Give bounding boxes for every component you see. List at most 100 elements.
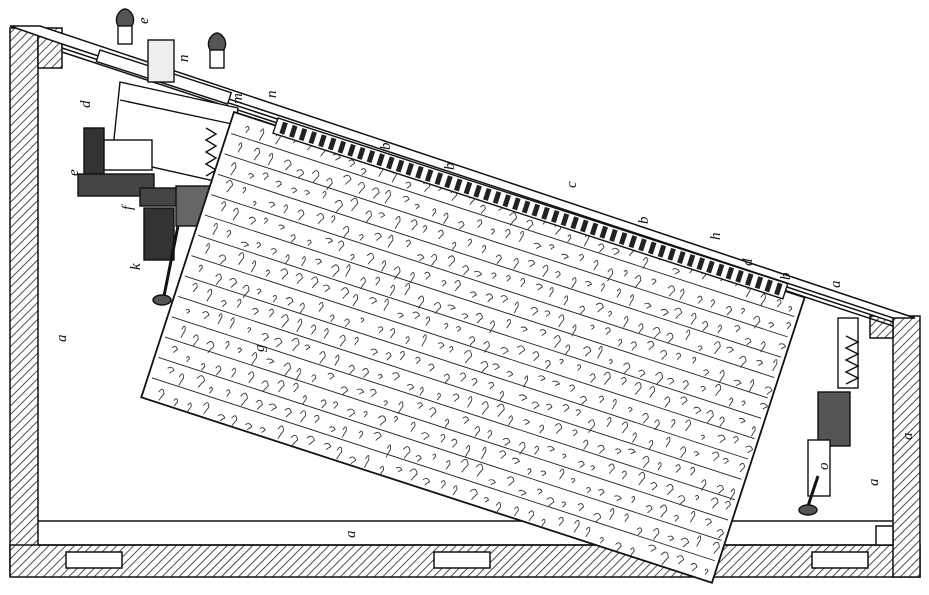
note-mark — [499, 450, 507, 459]
note-mark — [284, 254, 290, 265]
note-mark — [272, 294, 277, 303]
note-mark — [469, 488, 478, 500]
staff-line — [231, 133, 795, 317]
note-mark — [562, 453, 567, 459]
note-mark — [350, 253, 355, 261]
note-mark — [436, 392, 441, 401]
label-5: b — [378, 142, 394, 150]
note-mark — [518, 490, 527, 496]
note-mark — [252, 201, 257, 207]
note-mark — [470, 291, 477, 298]
note-mark — [506, 476, 515, 487]
note-mark — [608, 310, 612, 317]
comb-tooth — [696, 257, 705, 271]
note-mark — [567, 234, 572, 243]
note-mark — [716, 484, 724, 494]
note-mark — [480, 204, 486, 214]
note-mark — [518, 230, 524, 242]
note-mark — [277, 425, 284, 439]
note-mark — [437, 229, 444, 240]
note-mark — [616, 288, 621, 298]
note-mark — [459, 372, 467, 382]
comb-tooth — [667, 247, 676, 261]
label-20: n — [264, 91, 280, 99]
staff-line — [158, 357, 722, 541]
note-mark — [295, 273, 303, 284]
note-mark — [571, 277, 577, 289]
note-mark — [685, 329, 691, 341]
note-mark — [311, 374, 317, 383]
staff-line — [164, 336, 729, 521]
note-mark — [315, 258, 323, 265]
note-mark — [261, 380, 269, 393]
note-mark — [397, 401, 404, 414]
note-mark — [245, 423, 253, 431]
note-mark — [316, 213, 325, 224]
comb-tooth — [463, 181, 473, 195]
note-mark — [561, 253, 569, 260]
note-mark — [711, 451, 720, 462]
comb-tooth — [589, 222, 599, 236]
label-2: a — [866, 479, 882, 487]
note-mark — [630, 341, 637, 351]
note-mark — [342, 226, 350, 238]
note-mark — [270, 248, 277, 255]
note-mark — [296, 169, 305, 178]
note-mark — [200, 363, 206, 371]
note-mark — [677, 495, 686, 506]
note-mark — [608, 359, 613, 365]
note-mark — [523, 375, 529, 388]
label-10: d — [78, 100, 94, 108]
note-mark — [511, 457, 521, 465]
note-mark — [362, 368, 369, 378]
note-mark — [277, 380, 285, 393]
note-mark — [734, 325, 741, 333]
note-mark — [638, 471, 646, 486]
note-mark — [347, 408, 356, 418]
note-mark — [631, 432, 637, 443]
comb-tooth — [444, 175, 453, 189]
note-mark — [645, 505, 653, 514]
note-mark — [212, 222, 218, 236]
comb-tooth — [376, 153, 385, 167]
note-mark — [685, 419, 691, 432]
note-mark — [739, 355, 747, 368]
note-mark — [474, 426, 480, 437]
comb-tooth — [395, 159, 405, 173]
note-mark — [740, 307, 745, 315]
note-mark — [274, 337, 283, 348]
note-mark — [768, 322, 775, 329]
note-mark — [379, 465, 384, 476]
note-mark — [547, 446, 555, 452]
note-mark — [375, 276, 380, 286]
note-mark — [729, 488, 735, 501]
note-mark — [638, 323, 644, 334]
note-mark — [402, 446, 411, 459]
note-mark — [220, 201, 226, 212]
label-15: g — [252, 344, 268, 352]
note-mark — [682, 380, 689, 390]
note-mark — [623, 362, 631, 374]
note-mark — [237, 142, 243, 153]
label-13: e — [66, 169, 82, 176]
note-mark — [383, 400, 388, 407]
note-mark — [496, 403, 505, 417]
note-mark — [247, 173, 255, 179]
note-mark — [348, 364, 355, 375]
note-mark — [764, 386, 773, 395]
note-mark — [215, 365, 222, 376]
note-mark — [364, 454, 370, 468]
note-mark — [539, 424, 545, 434]
note-mark — [579, 305, 585, 315]
note-mark — [712, 541, 720, 555]
note-mark — [242, 186, 247, 194]
note-mark — [544, 359, 551, 370]
note-mark — [373, 431, 382, 441]
note-mark — [778, 343, 787, 350]
note-mark — [255, 399, 263, 410]
note-mark — [245, 125, 250, 134]
note-mark — [694, 494, 700, 501]
note-mark — [378, 212, 386, 219]
note-mark — [322, 190, 327, 199]
note-mark — [523, 419, 530, 425]
